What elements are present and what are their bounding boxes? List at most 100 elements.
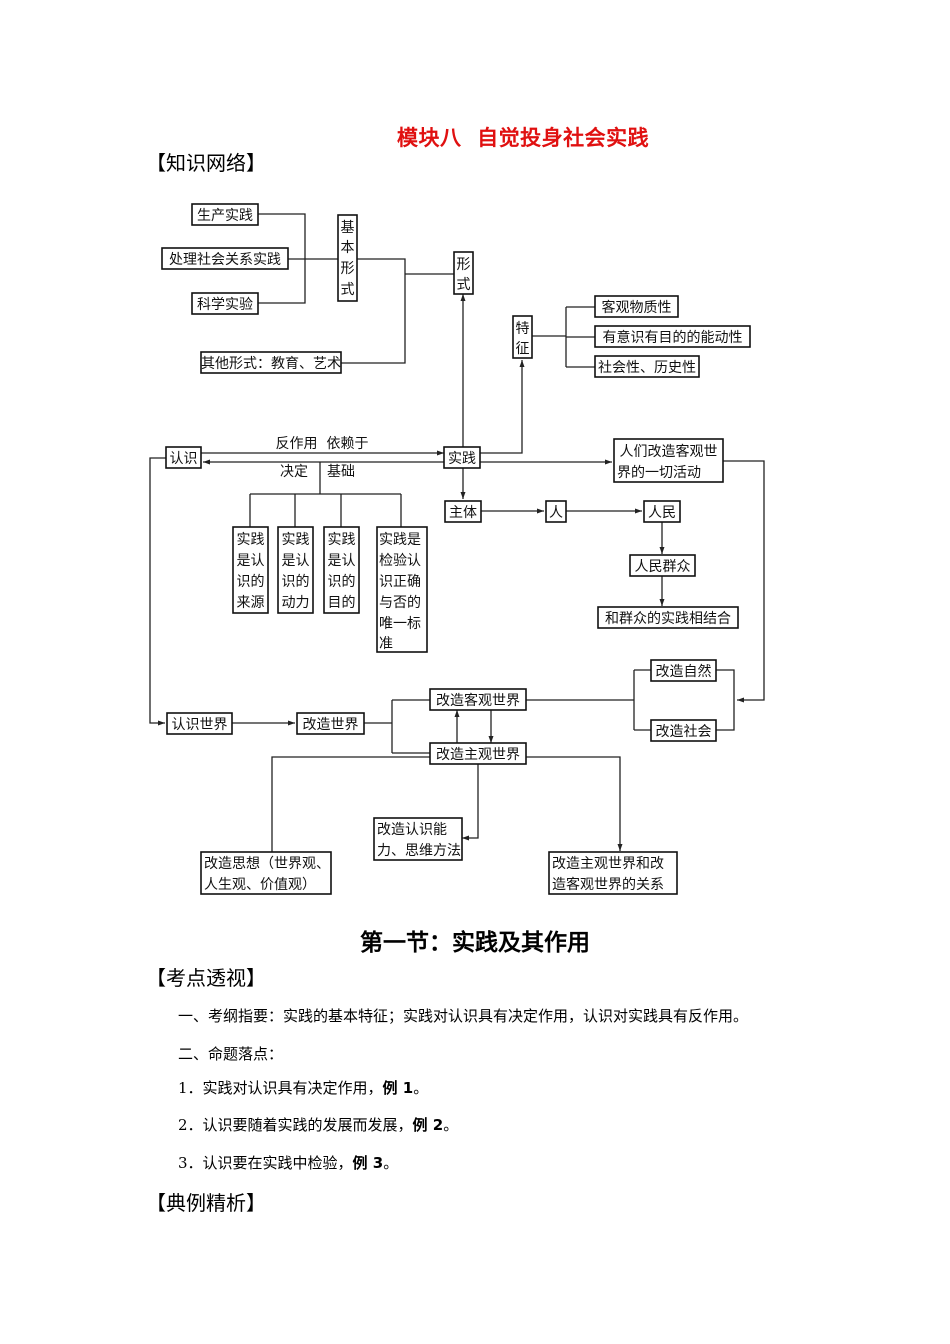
svg-text:是认: 是认 [237,553,265,569]
node-practice-definition: 人们改造客观世 界的一切活动 [613,438,724,483]
node-transform-society: 改造社会 [650,719,717,742]
svg-text:改造认识能: 改造认识能 [377,822,447,838]
edge-label-reaction-dependence: 反作用 依赖于 [276,436,369,452]
svg-text:动力: 动力 [282,595,310,611]
outline-item-2: 二、命题落点： [178,1045,284,1063]
svg-text:识正确: 识正确 [379,574,421,590]
point-3-text: 3．认识要在实践中检验， [178,1154,353,1172]
node-cognition: 认识 [165,446,202,469]
svg-text:认识: 认识 [170,451,198,467]
svg-text:识的: 识的 [282,574,310,590]
svg-text:社会性、历史性: 社会性、历史性 [598,360,696,376]
point-3: 3．认识要在实践中检验，例 3。 [178,1152,398,1173]
node-relation: 改造主观世界和改 造客观世界的关系 [548,851,678,895]
svg-text:改造社会: 改造社会 [656,724,712,740]
svg-text:改造客观世界: 改造客观世界 [436,692,520,709]
svg-text:改造主观世界和改: 改造主观世界和改 [552,856,664,872]
svg-text:与否的: 与否的 [379,595,421,611]
svg-text:实践: 实践 [282,532,310,548]
svg-text:实践: 实践 [237,532,265,548]
svg-text:客观物质性: 客观物质性 [602,299,672,316]
node-feature-social-historical: 社会性、历史性 [594,355,700,378]
svg-text:造客观世界的关系: 造客观世界的关系 [552,876,664,893]
svg-text:是认: 是认 [282,553,310,569]
svg-text:唯一标: 唯一标 [379,616,421,632]
svg-text:基: 基 [341,219,355,236]
node-people: 人民 [643,500,681,523]
point-1-end: 。 [413,1079,429,1097]
svg-text:实践: 实践 [448,451,476,467]
connector-lines [149,213,765,862]
point-1: 1．实践对认识具有决定作用，例 1。 [178,1077,428,1098]
edge-label-foundation: 基础 [327,463,355,480]
svg-text:人民群众: 人民群众 [635,559,691,575]
node-transform-ability: 改造认识能 力、思维方法 [373,817,463,861]
node-role-purpose: 实践 是认 识的 目的 [323,526,360,614]
node-transform-objective-world: 改造客观世界 [429,688,527,711]
svg-text:征: 征 [516,341,530,357]
svg-text:识的: 识的 [237,574,265,590]
edge-label-determines: 决定 [280,464,308,480]
point-1-example-link: 例 1 [382,1079,414,1097]
module-title: 模块八 自觉投身社会实践 [397,126,650,150]
svg-text:有意识有目的的能动性: 有意识有目的的能动性 [603,329,743,346]
node-other-forms: 其他形式：教育、艺术 [200,351,342,374]
node-scientific-experiment: 科学实验 [191,292,259,315]
svg-text:实践是: 实践是 [379,532,421,548]
point-2-example-link: 例 2 [412,1116,444,1134]
svg-text:改造世界: 改造世界 [303,717,359,733]
svg-text:来源: 来源 [237,595,265,611]
svg-text:形: 形 [457,257,471,273]
node-social-relations-practice: 处理社会关系实践 [161,247,289,270]
svg-text:是认: 是认 [328,553,356,569]
point-2-text: 2．认识要随着实践的发展而发展， [178,1116,413,1134]
svg-text:其他形式：教育、艺术: 其他形式：教育、艺术 [201,356,341,372]
svg-text:人: 人 [549,505,563,521]
node-forms: 形 式 [453,251,474,295]
svg-text:检验认: 检验认 [379,553,421,569]
svg-text:人们改造客观世: 人们改造客观世 [620,443,718,460]
svg-text:人民: 人民 [648,505,676,521]
node-transform-thought: 改造思想（世界观、 人生观、价值观） [200,851,332,895]
svg-text:处理社会关系实践: 处理社会关系实践 [169,252,281,268]
svg-text:识的: 识的 [328,574,356,590]
svg-text:改造思想（世界观、: 改造思想（世界观、 [204,856,330,872]
knowledge-diagram: 生产实践 处理社会关系实践 科学实验 基 本 形 式 其他形式：教育、艺术 形 … [149,203,765,895]
svg-text:主体: 主体 [449,505,477,521]
point-2-end: 。 [443,1116,459,1134]
svg-text:形: 形 [341,261,355,277]
svg-text:式: 式 [341,282,355,298]
svg-text:实践: 实践 [328,532,356,548]
svg-text:科学实验: 科学实验 [197,297,253,313]
node-features: 特 征 [512,315,533,359]
outline-item-1: 一、考纲指要：实践的基本特征；实践对认识具有决定作用，认识对实践具有反作用。 [178,1007,749,1025]
point-3-example-link: 例 3 [352,1154,384,1172]
point-1-text: 1．实践对认识具有决定作用， [178,1079,383,1097]
svg-text:式: 式 [457,277,471,293]
exam-points-heading: 【考点透视】 [146,966,266,990]
node-role-criterion: 实践是 检验认 识正确 与否的 唯一标 准 [376,526,428,653]
knowledge-network-heading: 【知识网络】 [146,151,266,175]
node-subject: 主体 [444,500,482,523]
point-3-end: 。 [383,1154,399,1172]
svg-text:准: 准 [379,636,393,652]
node-transform-world: 改造世界 [296,712,365,735]
svg-text:人生观、价值观）: 人生观、价值观） [204,877,316,893]
node-know-world: 认识世界 [166,712,233,735]
typical-examples-heading: 【典例精析】 [146,1191,266,1215]
node-combine-with-masses: 和群众的实践相结合 [597,606,739,629]
node-basic-forms: 基 本 形 式 [337,214,358,302]
svg-text:力、思维方法: 力、思维方法 [377,843,461,859]
svg-text:目的: 目的 [328,595,356,611]
node-transform-subjective-world: 改造主观世界 [429,742,527,765]
node-practice: 实践 [443,446,481,469]
node-feature-conscious-purposeful: 有意识有目的的能动性 [594,325,751,348]
svg-text:改造主观世界: 改造主观世界 [436,747,520,763]
svg-text:认识世界: 认识世界 [172,717,228,733]
svg-text:改造自然: 改造自然 [656,663,712,680]
node-role-motive: 实践 是认 识的 动力 [277,526,314,614]
svg-text:生产实践: 生产实践 [197,208,253,224]
node-transform-nature: 改造自然 [650,659,717,682]
node-production-practice: 生产实践 [191,203,259,226]
node-masses: 人民群众 [629,554,696,577]
